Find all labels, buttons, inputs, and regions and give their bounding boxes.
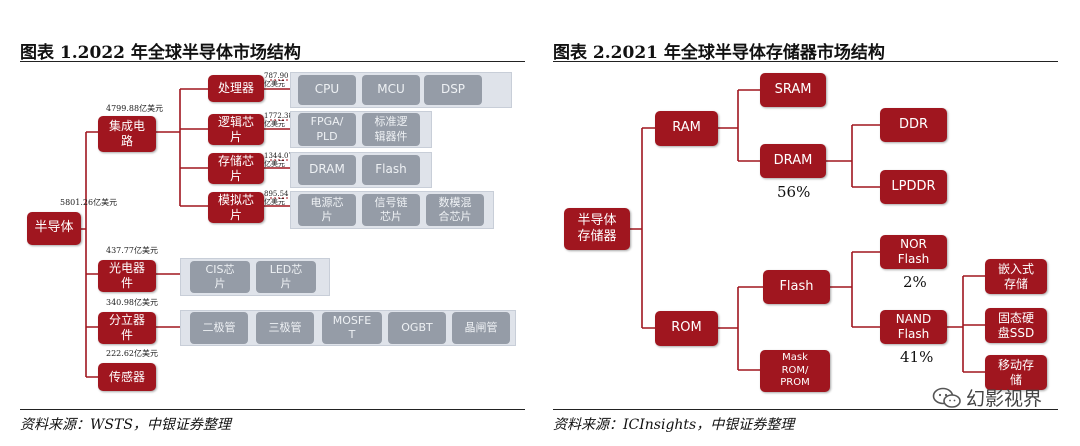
sram-node[interactable]: SRAM [760,73,826,107]
ic-value: 4799.88亿美元 [106,104,164,113]
discrete-value: 340.98亿美元 [106,298,158,307]
analog-chip-node[interactable]: 模拟芯 片 [208,192,264,223]
dram-box[interactable]: DRAM [298,155,356,185]
left-source: 资料来源：WSTS，中银证券整理 [20,417,231,433]
lpddr-node[interactable]: LPDDR [880,170,947,204]
ssd-node[interactable]: 固态硬 盘SSD [985,308,1047,343]
nand-percent: 41% [900,348,934,366]
watermark: 幻影视界 [932,384,1042,411]
memory-chip-value: 1344.07 亿美元 [264,152,293,169]
led-chip-box[interactable]: LED芯 片 [256,261,316,293]
diode-box[interactable]: 二极管 [190,312,248,344]
thyristor-box[interactable]: 晶闸管 [452,312,510,344]
dram-node[interactable]: DRAM [760,144,826,178]
right-title-rule [553,61,1058,62]
signal-chain-box[interactable]: 信号链 芯片 [362,194,420,226]
ddr-node[interactable]: DDR [880,108,947,142]
analog-chip-value: 895.54 亿美元 [264,190,289,207]
ic-node[interactable]: 集成电 路 [98,116,156,152]
power-chip-box[interactable]: 电源芯 片 [298,194,356,226]
mask-rom-node[interactable]: Mask ROM/ PROM [760,350,830,392]
optical-value: 437.77亿美元 [106,246,158,255]
right-chart-title: 图表 2.2021 年全球半导体存储器市场结构 [553,43,885,63]
semiconductor-node[interactable]: 半导体 [27,212,81,245]
mixed-signal-box[interactable]: 数模混 合芯片 [426,194,484,226]
logic-chip-value: 1772.38 亿美元 [264,112,293,129]
fpga-pld-box[interactable]: FPGA/ PLD [298,113,356,146]
flash-node[interactable]: Flash [763,270,830,304]
watermark-text: 幻影视界 [965,388,1042,410]
nor-flash-node[interactable]: NOR Flash [880,235,947,269]
sensor-node[interactable]: 传感器 [98,363,156,391]
nor-percent: 2% [903,273,927,291]
cpu-box[interactable]: CPU [298,75,356,105]
embedded-storage-node[interactable]: 嵌入式 存储 [985,259,1047,294]
nand-flash-node[interactable]: NAND Flash [880,310,947,344]
mosfet-box[interactable]: MOSFE T [322,312,382,344]
logic-chip-node[interactable]: 逻辑芯 片 [208,114,264,145]
dram-percent: 56% [777,183,811,201]
processor-value: 787.90 亿美元 [264,72,289,89]
dsp-box[interactable]: DSP [424,75,482,105]
root-value: 5801.26亿美元 [60,198,118,207]
flash-box[interactable]: Flash [362,155,420,185]
mobile-storage-node[interactable]: 移动存 储 [985,355,1047,390]
ogbt-box[interactable]: OGBT [388,312,446,344]
memory-root-node[interactable]: 半导体 存储器 [564,208,630,250]
left-chart-title: 图表 1.2022 年全球半导体市场结构 [20,43,301,63]
right-source-rule [553,409,1058,410]
processor-node[interactable]: 处理器 [208,75,264,102]
standard-logic-box[interactable]: 标准逻 辑器件 [362,113,420,146]
optical-node[interactable]: 光电器 件 [98,260,156,292]
wechat-icon [932,387,961,408]
discrete-node[interactable]: 分立器 件 [98,312,156,344]
mcu-box[interactable]: MCU [362,75,420,105]
transistor-box[interactable]: 三极管 [256,312,314,344]
sensor-value: 222.62亿美元 [106,349,158,358]
cis-chip-box[interactable]: CIS芯 片 [190,261,250,293]
left-source-rule [20,409,525,410]
right-source: 资料来源：ICInsights，中银证券整理 [553,417,795,433]
left-title-rule [20,61,525,62]
memory-chip-node[interactable]: 存储芯 片 [208,153,264,184]
ram-node[interactable]: RAM [655,111,718,146]
rom-node[interactable]: ROM [655,311,718,346]
